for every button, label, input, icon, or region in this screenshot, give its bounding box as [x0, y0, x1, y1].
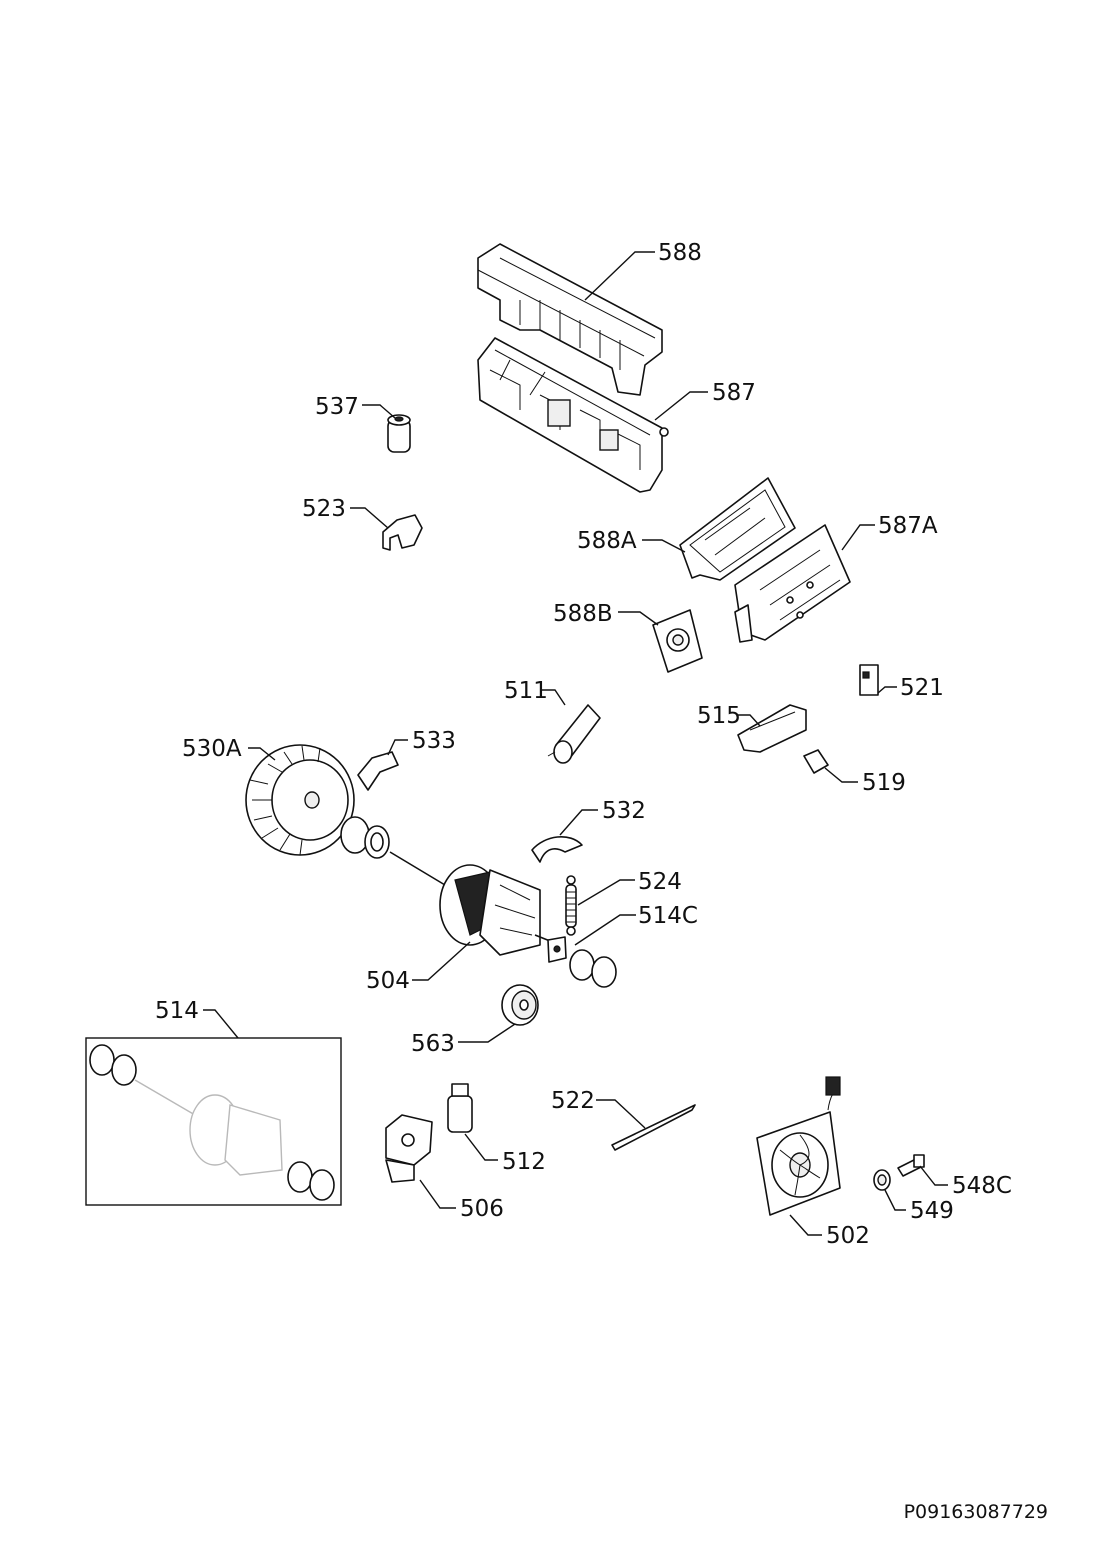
- part-524-spring: [565, 875, 577, 936]
- leader-533: [387, 739, 408, 756]
- label-506: 506: [460, 1196, 504, 1222]
- leader-530A: [248, 747, 276, 761]
- part-511-capacitor: [547, 704, 601, 764]
- label-523: 523: [302, 496, 346, 522]
- part-587A-board: [734, 524, 851, 643]
- part-523-clip: [382, 514, 423, 551]
- part-588A-gasket: [679, 477, 796, 581]
- leader-563: [458, 1023, 516, 1043]
- drawing-code: P09163087729: [904, 1501, 1048, 1523]
- label-504: 504: [366, 968, 410, 994]
- part-514-motor-kit: [85, 1037, 342, 1206]
- label-524: 524: [638, 869, 682, 895]
- leader-587A: [841, 524, 875, 551]
- label-514: 514: [155, 998, 199, 1024]
- part-bearing-seals-left: [340, 816, 390, 859]
- label-511: 511: [504, 678, 548, 704]
- leader-537: [362, 404, 396, 419]
- part-537: [387, 414, 411, 453]
- part-563-pulley: [501, 984, 539, 1026]
- leader-514C: [574, 914, 636, 946]
- leader-548C: [919, 1165, 948, 1186]
- part-506-pump: [385, 1114, 433, 1183]
- part-532: [531, 836, 583, 863]
- leader-514: [203, 1009, 239, 1039]
- leader-511: [540, 689, 566, 706]
- part-514C: [547, 936, 617, 988]
- label-587: 587: [712, 380, 756, 406]
- part-522-strip: [611, 1104, 696, 1151]
- label-533: 533: [412, 728, 456, 754]
- leader-512: [464, 1133, 498, 1161]
- leader-549: [884, 1189, 906, 1211]
- leader-lines: [203, 251, 948, 1236]
- part-530A-fan-wheel: [245, 744, 355, 856]
- label-563: 563: [411, 1031, 455, 1057]
- part-587-electronic-board: [477, 337, 669, 493]
- label-530A: 530A: [182, 736, 242, 762]
- label-532: 532: [602, 798, 646, 824]
- part-588-cover: [477, 243, 663, 396]
- leader-502: [789, 1214, 822, 1236]
- label-587A: 587A: [878, 513, 938, 539]
- part-548C: [897, 1154, 925, 1177]
- part-533-bracket: [357, 751, 399, 791]
- label-519: 519: [862, 770, 906, 796]
- leader-522: [596, 1099, 646, 1129]
- part-514-frame: [85, 1037, 342, 1206]
- label-537: 537: [315, 394, 359, 420]
- label-588A: 588A: [577, 528, 637, 554]
- leader-532: [559, 809, 598, 836]
- part-504-motor: [389, 851, 561, 956]
- part-549: [873, 1169, 891, 1191]
- leader-515: [738, 714, 761, 727]
- leader-521: [877, 686, 897, 694]
- part-labels: 588 587 537 523 588A 587A 588B 511 521 5…: [155, 240, 1012, 1249]
- part-521: [859, 664, 879, 696]
- leader-506: [419, 1179, 456, 1209]
- label-502: 502: [826, 1223, 870, 1249]
- leader-588: [584, 251, 655, 301]
- leader-523: [350, 507, 389, 529]
- leader-504: [412, 941, 471, 981]
- leader-587: [654, 391, 708, 421]
- leader-524: [577, 879, 635, 906]
- part-515: [737, 704, 807, 753]
- leader-519: [824, 767, 858, 783]
- label-548C: 548C: [952, 1173, 1012, 1199]
- leader-588B: [618, 611, 659, 626]
- label-515: 515: [697, 703, 741, 729]
- label-588: 588: [658, 240, 702, 266]
- part-519: [803, 749, 829, 774]
- part-502-fan: [756, 1076, 841, 1216]
- part-588B: [652, 609, 703, 673]
- label-588B: 588B: [553, 601, 613, 627]
- label-521: 521: [900, 675, 944, 701]
- label-512: 512: [502, 1149, 546, 1175]
- label-514C: 514C: [638, 903, 698, 929]
- label-522: 522: [551, 1088, 595, 1114]
- part-512-capacitor: [447, 1083, 473, 1133]
- label-549: 549: [910, 1198, 954, 1224]
- leader-588A: [642, 539, 686, 553]
